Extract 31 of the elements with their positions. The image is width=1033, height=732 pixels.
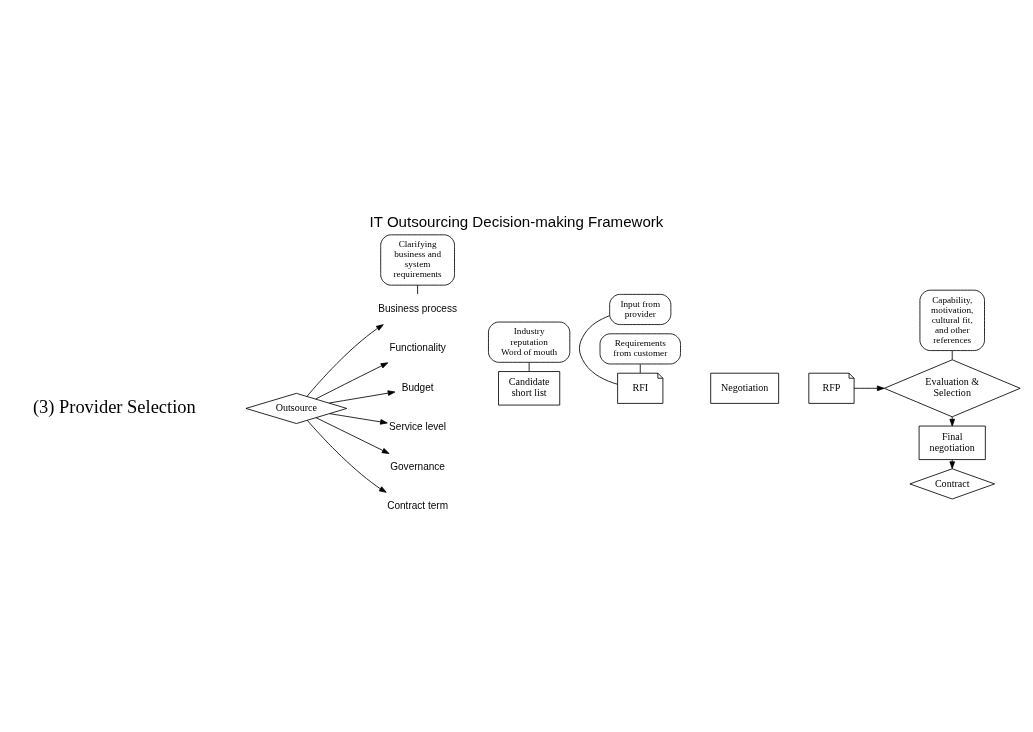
- node-text: Business process: [378, 302, 457, 314]
- arrow: [328, 389, 396, 403]
- node-box: Input from provider: [609, 293, 672, 325]
- connector: [417, 284, 419, 294]
- arrow: [306, 323, 384, 397]
- node-box: Capability, motivation, cultural fit, and other references: [919, 289, 985, 351]
- node-text: Budget: [401, 381, 434, 393]
- arrow: [329, 412, 388, 425]
- node-text: Contract term: [387, 499, 449, 511]
- connector: [579, 314, 618, 385]
- diagram-title: IT Outsourcing Decision-making Framework: [369, 212, 664, 230]
- connector: [951, 349, 953, 360]
- arrow: [853, 385, 885, 391]
- connector: [528, 361, 530, 372]
- node-text: Governance: [390, 460, 445, 472]
- arrow: [306, 419, 387, 493]
- node-text: Functionality: [389, 341, 446, 353]
- arrow: [315, 361, 389, 399]
- node-diamond: Outsource: [245, 392, 348, 424]
- node-text: Service level: [389, 420, 447, 432]
- arrow: [949, 415, 955, 426]
- connector: [639, 363, 641, 373]
- node-box: Negotiation: [710, 372, 780, 404]
- label: (3) Provider Selection: [32, 396, 196, 417]
- node-box: Candidate short list: [498, 370, 561, 405]
- node-box: Industry reputation Word of mouth: [488, 321, 571, 363]
- arrow: [315, 416, 390, 454]
- node-box: Requirements from customer: [599, 332, 681, 364]
- node-box: Clarifying business and system requirements: [380, 233, 455, 286]
- node-diamond: Evaluation & Selection: [883, 358, 1021, 417]
- node-diamond: Contract: [909, 467, 995, 499]
